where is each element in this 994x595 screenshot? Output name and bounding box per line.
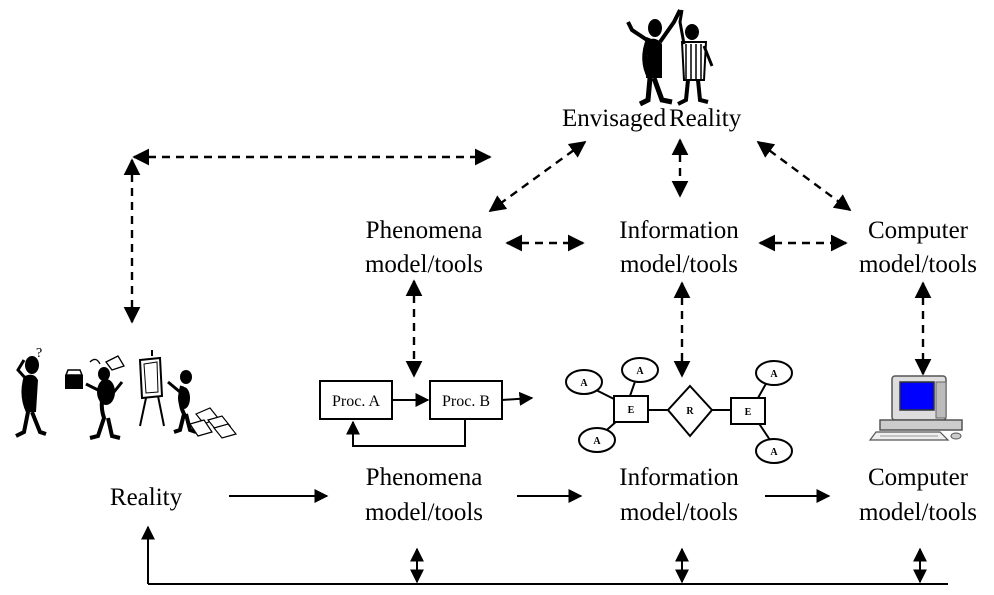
attribute-label: A — [580, 378, 588, 389]
attribute-ellipse — [578, 427, 616, 453]
attribute-label: A — [636, 366, 644, 377]
process-a-box — [319, 380, 393, 420]
process-a-label: Proc. A — [332, 393, 380, 410]
information-model-title-top: Information — [619, 217, 739, 244]
information-model-subtitle-bottom: model/tools — [620, 499, 738, 526]
phenomena-model-subtitle-bottom: model/tools — [365, 499, 483, 526]
attribute-label: A — [770, 447, 778, 458]
attribute-ellipse — [565, 369, 603, 395]
celebrating-people-icon — [626, 9, 714, 107]
entity-label: E — [628, 405, 635, 416]
er-diagram: A A A A A E E R — [565, 357, 793, 464]
reality-label: Reality — [110, 484, 183, 511]
computer-model-title-top: Computer — [868, 217, 969, 244]
process-b-label: Proc. B — [442, 393, 490, 410]
envisaged-reality-label-word2: Reality — [669, 105, 742, 132]
computer-model-subtitle-top: model/tools — [859, 251, 977, 278]
entity-box — [613, 395, 649, 423]
computer-icon — [868, 375, 963, 441]
attribute-label: A — [593, 436, 601, 447]
entity-box — [730, 397, 766, 425]
process-diagram: Proc. A Proc. B — [319, 380, 534, 447]
entity-label: E — [745, 407, 752, 418]
computer-model-title-bottom: Computer — [868, 464, 969, 491]
computer-model-subtitle-bottom: model/tools — [859, 499, 977, 526]
attribute-ellipse — [755, 438, 793, 464]
phenomena-model-title-bottom: Phenomena — [366, 464, 483, 491]
envisaged-reality-label-word1: Envisaged — [562, 105, 667, 132]
relationship-diamond — [666, 384, 714, 438]
information-model-title-bottom: Information — [619, 464, 739, 491]
process-feedback-arrow — [346, 419, 466, 447]
attribute-ellipse — [621, 357, 659, 383]
envisaged-computer-link — [756, 141, 852, 211]
question-mark: ? — [36, 346, 42, 361]
phenomena-model-subtitle-top: model/tools — [365, 251, 483, 278]
reality-people-icon: ? — [15, 346, 238, 440]
envisaged-phenomena-link — [488, 141, 587, 212]
phenomena-model-title-top: Phenomena — [366, 217, 483, 244]
attribute-ellipse — [755, 360, 793, 386]
information-model-subtitle-top: model/tools — [620, 251, 738, 278]
relationship-label: R — [686, 406, 694, 417]
attribute-label: A — [770, 369, 778, 380]
process-output-arrow — [501, 391, 534, 406]
